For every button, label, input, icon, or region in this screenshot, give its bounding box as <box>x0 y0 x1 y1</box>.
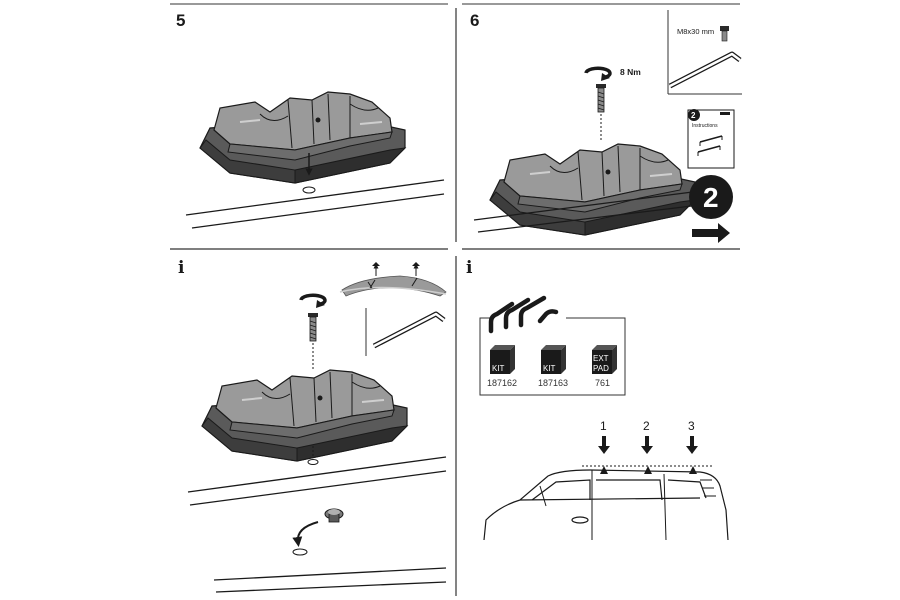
kit-box-label: KIT <box>492 364 505 373</box>
roof-rail-edge-2 <box>189 470 447 506</box>
foot-pad-assembly <box>201 369 408 462</box>
kit-box-187162: KIT 187162 <box>487 345 517 388</box>
roof-rail-edge-4 <box>215 581 447 593</box>
position-arrows <box>598 436 698 454</box>
instructions-card-number: 2 <box>691 111 696 120</box>
pad-up-arrow-1 <box>372 262 380 276</box>
foot-pad-assembly-on-roof <box>489 143 696 236</box>
instructions-card-title: Instructions <box>692 123 718 129</box>
torque-label: 8 Nm <box>620 67 641 77</box>
roof-profile-inset <box>339 262 447 297</box>
foot-pad-assembly <box>199 91 406 184</box>
instructions-card: 2 Instructions <box>687 109 735 169</box>
roof-rail-edge-3 <box>213 567 447 581</box>
roof-rail-edge-1 <box>473 189 709 221</box>
roof-hole-marker-2 <box>292 548 308 556</box>
rotation-arrow-icon <box>299 293 327 310</box>
position-number-1: 1 <box>600 419 607 433</box>
info-panel-left: i <box>178 258 447 593</box>
bolt-spec-label: M8x30 mm <box>677 27 714 36</box>
kit-box-label-line1: EXT <box>593 354 609 363</box>
allen-key-icon <box>670 54 740 86</box>
kit-box-761: EXT PAD 761 <box>592 345 617 388</box>
roof-rail-edge-1 <box>187 456 447 493</box>
next-step-badge <box>689 175 733 219</box>
kit-box-label: KIT <box>543 364 556 373</box>
car-outline <box>483 469 729 541</box>
next-arrow-icon <box>692 223 730 243</box>
rack-bar-icons <box>488 295 559 334</box>
kit-box-187163: KIT 187163 <box>538 345 568 388</box>
step-6-number: 6 <box>470 11 479 30</box>
step-5-number: 5 <box>176 11 185 30</box>
bolt-icon <box>595 83 607 113</box>
position-number-2: 2 <box>643 419 650 433</box>
instructions-card-tag <box>720 112 730 115</box>
roof-hole-marker <box>302 186 316 194</box>
step-5-panel: 5 <box>176 11 445 229</box>
roof-rail-edge-1 <box>185 179 445 216</box>
curved-insert-arrow <box>292 521 319 547</box>
kit-box-label-line2: PAD <box>593 364 609 373</box>
kit-code: 187163 <box>538 378 568 388</box>
kit-code: 761 <box>595 378 610 388</box>
allen-key-icon <box>374 314 444 346</box>
info-icon: i <box>466 258 473 278</box>
bolt-icon <box>307 312 319 342</box>
roof-rail-edge-2 <box>477 203 709 233</box>
roof-hole-marker <box>307 459 319 465</box>
pad-up-arrow-2 <box>412 262 420 276</box>
bolt-spec-icon <box>720 26 729 42</box>
position-number-3: 3 <box>688 419 695 433</box>
step-6-panel: 6 8 Nm M8x30 mm 2 Instructions 2 <box>470 10 742 243</box>
info-icon: i <box>178 258 185 278</box>
next-step-number: 2 <box>703 182 719 213</box>
hole-plug-icon <box>324 508 344 523</box>
info-panel-right: i KIT 187162 KIT 187163 <box>466 258 729 541</box>
kit-code: 187162 <box>487 378 517 388</box>
kit-frame <box>479 317 626 396</box>
rotation-arrow-icon <box>584 66 612 83</box>
roof-rail-edge-2 <box>191 193 445 229</box>
